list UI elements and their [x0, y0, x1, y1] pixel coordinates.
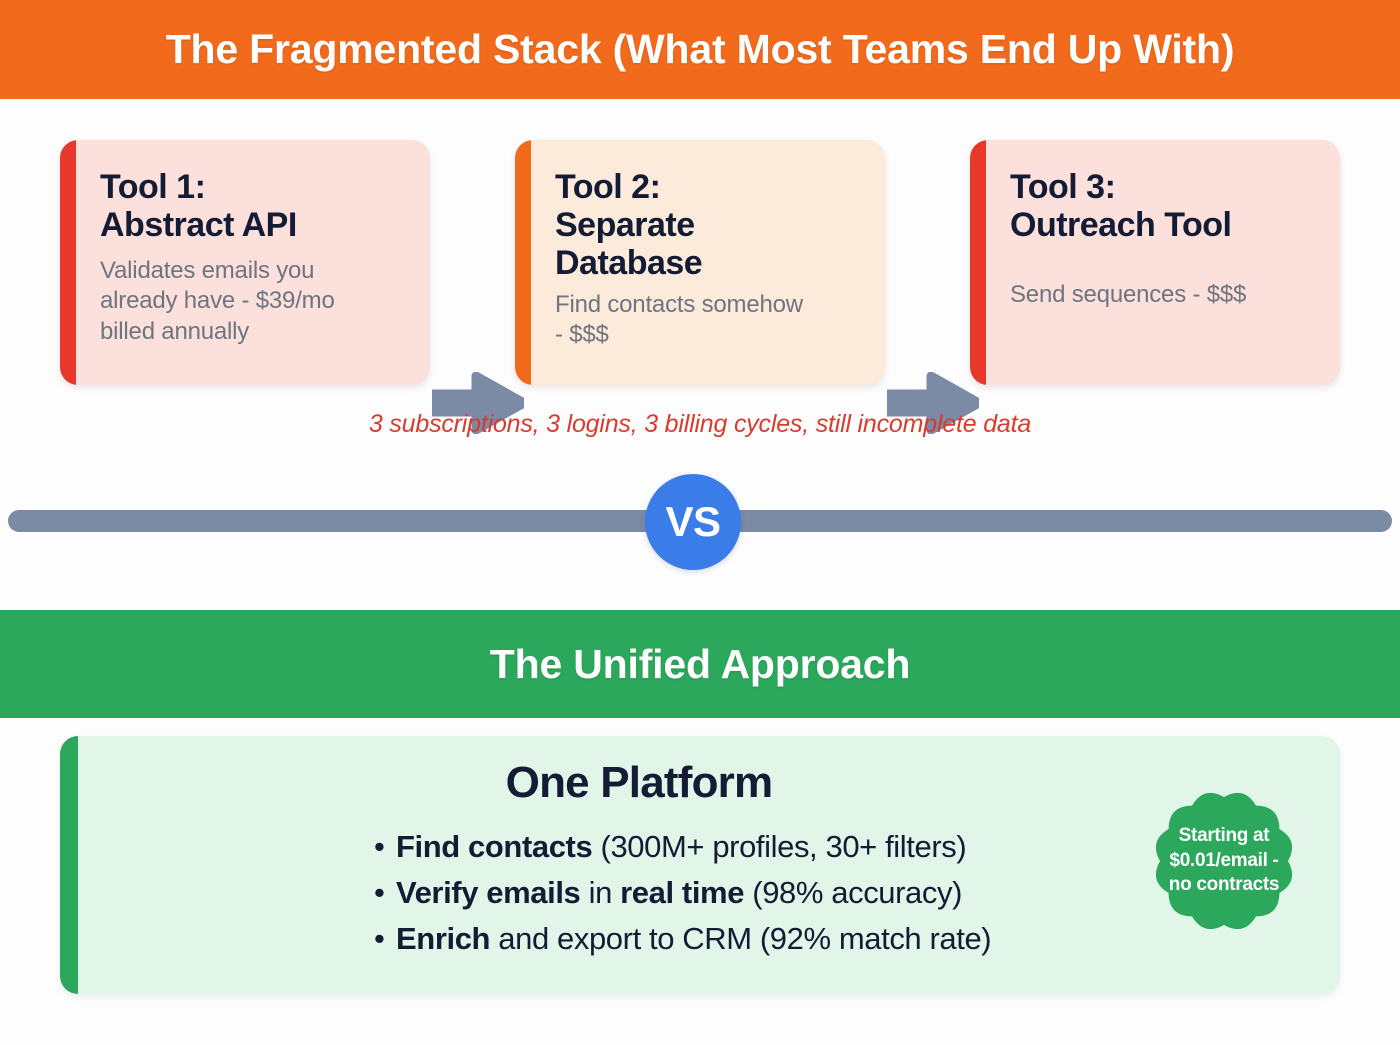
card-accent-bar — [60, 140, 76, 385]
card-body: Tool 2: Separate Database Find contacts … — [531, 140, 885, 385]
tool-card-2: Tool 2: Separate Database Find contacts … — [515, 140, 885, 385]
unified-panel-title: One Platform — [505, 758, 773, 807]
card-accent-bar — [515, 140, 531, 385]
card-body: Tool 3: Outreach Tool Send sequences - $… — [986, 140, 1340, 385]
pricing-badge: Starting at $0.01/email - no contracts — [1144, 781, 1304, 941]
tool-card-2-description: Find contacts somehow - $$$ — [555, 291, 803, 349]
card-body: Tool 1: Abstract API Validates emails yo… — [76, 140, 430, 385]
tool-card-3-description: Send sequences - $$$ — [1010, 281, 1247, 309]
benefit-rest: (98% accuracy) — [744, 874, 963, 910]
bullet-icon: • — [374, 920, 385, 956]
unified-banner-title: The Unified Approach — [489, 640, 911, 687]
pricing-badge-line-3: no contracts — [1168, 874, 1280, 896]
fragmented-caption: 3 subscriptions, 3 logins, 3 billing cyc… — [368, 410, 1032, 438]
unified-panel: One Platform • Find contacts (300M+ profi… — [60, 736, 1340, 994]
list-item: • Enrich and export to CRM (92% match rat… — [78, 916, 1190, 962]
arrow-right-icon — [432, 372, 524, 434]
card-accent-bar — [970, 140, 986, 385]
benefit-mid: in — [580, 874, 621, 910]
panel-body: One Platform • Find contacts (300M+ profi… — [78, 736, 1340, 994]
tool-card-1-description: Validates emails you already have - $39/… — [100, 257, 335, 345]
starburst-icon — [1155, 792, 1293, 930]
fragmented-banner: The Fragmented Stack (What Most Teams En… — [0, 0, 1400, 99]
benefit-lead: Verify emails — [396, 874, 581, 910]
tool-card-1-title: Tool 1: Abstract API — [100, 168, 297, 245]
list-item: • Verify emails in real time (98% accurac… — [78, 870, 1190, 916]
tool-card-3: Tool 3: Outreach Tool Send sequences - $… — [970, 140, 1340, 385]
panel-accent-bar — [60, 736, 78, 994]
benefit-lead: Enrich — [396, 920, 491, 956]
pricing-badge-line-1: Starting at — [1178, 824, 1270, 846]
benefit-rest: (300M+ profiles, 30+ filters) — [592, 829, 967, 864]
benefit-lead: Find contacts — [396, 829, 593, 864]
fragmented-banner-title: The Fragmented Stack (What Most Teams En… — [165, 26, 1235, 72]
list-item: • Find contacts (300M+ profiles, 30+ filt… — [78, 824, 1190, 870]
bullet-icon: • — [374, 874, 385, 910]
tool-card-3-title: Tool 3: Outreach Tool — [1010, 168, 1232, 245]
benefit-list: • Find contacts (300M+ profiles, 30+ filt… — [78, 824, 1340, 962]
benefit-rest: and export to CRM (92% match rate) — [490, 920, 992, 956]
benefit-lead-2: real time — [620, 874, 745, 910]
pricing-badge-text: Starting at $0.01/email - no contracts — [1144, 781, 1304, 941]
tool-card-2-title: Tool 2: Separate Database — [555, 168, 703, 283]
tool-card-row: Tool 1: Abstract API Validates emails yo… — [0, 140, 1400, 434]
arrow-right-icon — [887, 372, 979, 434]
vs-badge: VS — [645, 474, 741, 570]
unified-banner: The Unified Approach — [0, 610, 1400, 718]
tool-card-1: Tool 1: Abstract API Validates emails yo… — [60, 140, 430, 385]
pricing-badge-line-2: $0.01/email - — [1169, 849, 1279, 871]
bullet-icon: • — [374, 829, 385, 864]
vs-label: VS — [665, 498, 721, 545]
